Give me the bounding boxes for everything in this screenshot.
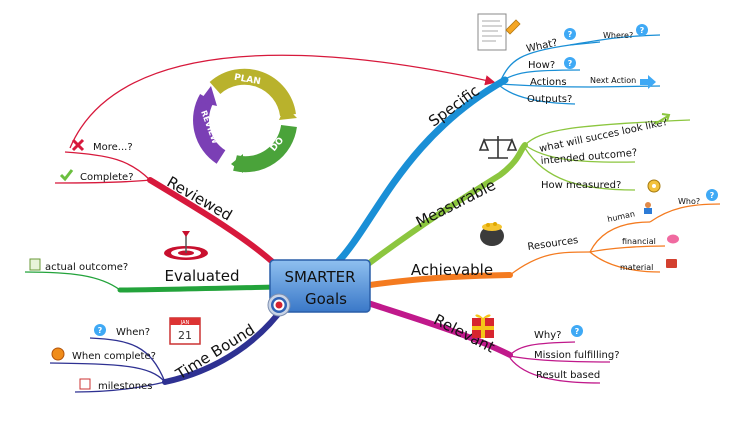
leaf-what[interactable]: What? — [525, 38, 558, 55]
leaf-result[interactable]: Result based — [536, 370, 600, 381]
document-pencil-icon — [477, 13, 521, 51]
leaf-mission[interactable]: Mission fulfilling? — [534, 350, 620, 361]
branch-evaluated-label[interactable]: Evaluated — [164, 267, 239, 285]
svg-text:?: ? — [575, 327, 580, 336]
leaf-next-action[interactable]: Next Action — [590, 76, 636, 85]
calendar-icon: JAN 21 — [169, 317, 201, 345]
center-title-line2: Goals — [305, 290, 347, 308]
leaf-success[interactable]: what will succes look like? — [538, 117, 668, 155]
leaf-how[interactable]: How? — [528, 60, 555, 71]
cycle-plan-label: PLAN — [233, 73, 261, 88]
leaf-complete[interactable]: Complete? — [80, 172, 134, 183]
svg-text:21: 21 — [178, 329, 192, 342]
svg-text:?: ? — [640, 26, 645, 35]
leaf-why[interactable]: Why? — [534, 330, 561, 341]
branch-measurable-label[interactable]: Measurable — [413, 176, 499, 232]
review-loop-arrow — [69, 54, 496, 149]
branch-specific-line — [331, 76, 509, 269]
clipboard-icon — [29, 258, 41, 271]
leaf-when-complete[interactable]: When complete? — [72, 351, 156, 362]
center-node[interactable] — [269, 259, 371, 313]
branch-achievable-line — [367, 272, 513, 288]
center-title-line1: SMARTER — [284, 268, 355, 286]
next-arrow-icon — [640, 75, 656, 89]
question-icon: ? ? ? ? ? ? — [94, 24, 718, 337]
reviewed-subbranches — [54, 151, 151, 184]
branch-achievable-label[interactable]: Achievable — [411, 261, 493, 279]
svg-text:?: ? — [568, 59, 573, 68]
leaf-when[interactable]: When? — [116, 327, 150, 338]
plan-do-review-cycle: PLAN DO REVIEW — [193, 68, 297, 173]
alarm-clock-icon — [51, 347, 65, 361]
cross-icon — [71, 138, 85, 152]
specific-subbranches — [499, 34, 661, 105]
person-icon — [644, 202, 652, 214]
branch-evaluated-line — [117, 284, 278, 293]
milestone-calendar-icon — [79, 378, 91, 390]
svg-text:JAN: JAN — [180, 320, 190, 326]
leaf-milestones[interactable]: milestones — [98, 381, 152, 392]
svg-text:?: ? — [710, 191, 715, 200]
branch-measurable-line — [357, 142, 528, 273]
svg-text:?: ? — [568, 30, 573, 39]
branch-reviewed-line — [147, 177, 281, 270]
leaf-who[interactable]: Who? — [678, 197, 700, 206]
leaf-actions[interactable]: Actions — [530, 77, 567, 88]
svg-text:?: ? — [98, 326, 103, 335]
gift-icon — [472, 314, 494, 338]
time-subbranches — [49, 337, 166, 393]
leaf-resources[interactable]: Resources — [527, 235, 579, 253]
branch-relevant-line — [365, 300, 513, 358]
leaf-where[interactable]: Where? — [603, 31, 633, 40]
toolbox-icon — [666, 259, 677, 268]
leaf-how-measured[interactable]: How measured? — [541, 180, 621, 191]
trend-up-icon — [654, 113, 671, 125]
target-icon — [164, 231, 208, 260]
target-badge-icon — [267, 293, 291, 317]
gold-pot-icon — [480, 222, 504, 246]
leaf-more[interactable]: More...? — [93, 142, 133, 153]
branch-reviewed-label[interactable]: Reviewed — [164, 173, 236, 225]
measure-icon — [647, 179, 661, 193]
branch-specific-label[interactable]: Specific — [425, 82, 483, 131]
piggy-bank-icon — [667, 234, 679, 244]
achievable-subbranches — [509, 203, 721, 276]
measurable-subbranches — [524, 119, 691, 191]
leaf-material[interactable]: material — [620, 263, 653, 272]
branch-time-line — [162, 302, 288, 385]
leaf-financial[interactable]: financial — [622, 237, 656, 246]
scales-icon — [478, 136, 518, 159]
check-icon — [59, 169, 74, 182]
relevant-subbranches — [509, 341, 611, 384]
leaf-outputs[interactable]: Outputs? — [527, 94, 572, 105]
leaf-actual-outcome[interactable]: actual outcome? — [45, 262, 128, 273]
evaluated-subbranch — [24, 271, 121, 291]
leaf-human[interactable]: human — [607, 209, 636, 224]
